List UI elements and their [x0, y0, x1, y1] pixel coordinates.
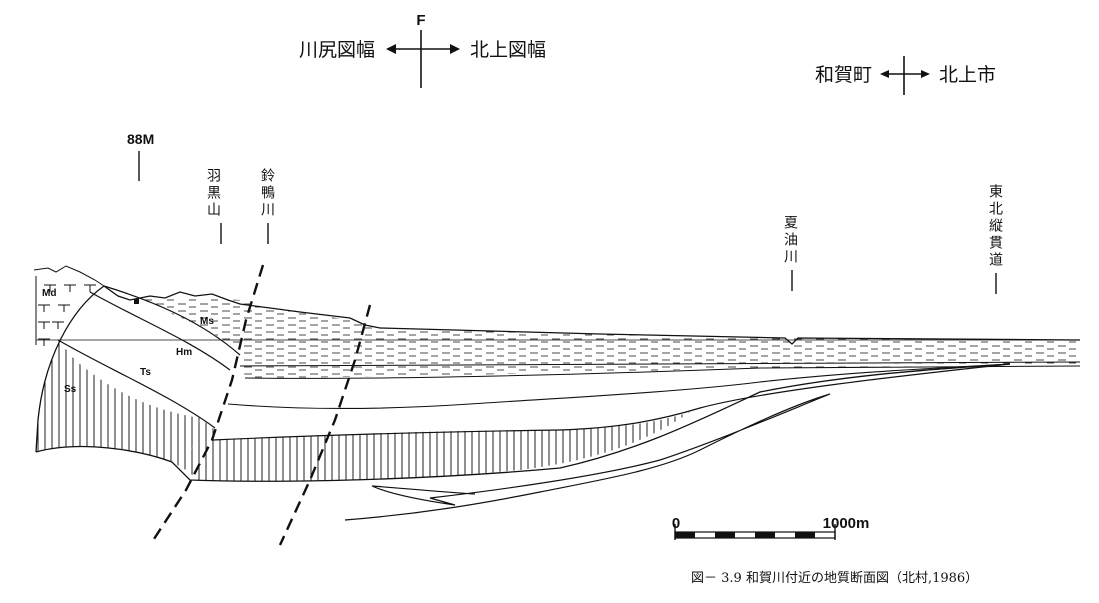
unit-ss-band: [186, 412, 690, 482]
west-sheet-label: 川尻図幅: [299, 39, 375, 61]
orientation-cross-left: F 川尻図幅 北上図幅: [299, 12, 546, 88]
marker-tohoku-label: 東北縦貫道: [987, 184, 1003, 269]
unit-md: [33, 265, 105, 346]
figure-caption: 図－ 3.9 和賀川付近の地質断面図（北村,1986）: [691, 571, 978, 586]
marker-tohoku: 東北縦貫道: [987, 184, 1003, 294]
orientation-cross-right: 和賀町 北上市: [815, 56, 996, 95]
elevation-label: 88M: [127, 131, 154, 147]
marker-natsuyu: 夏油川: [782, 215, 798, 291]
unit-label-md: Md: [42, 288, 56, 299]
basement-boundary: [344, 393, 831, 521]
east-city-label: 北上市: [939, 64, 996, 86]
north-label: F: [416, 12, 425, 29]
unit-ms: [130, 298, 1080, 378]
marker-haguro: 羽黒山: [205, 168, 222, 244]
unit-boundary-outer: [35, 285, 105, 453]
marker-haguro-label: 羽黒山: [205, 168, 221, 219]
unit-label-ts: Ts: [140, 367, 151, 378]
unit-label-hm: Hm: [176, 347, 192, 358]
unit-label-ms: Ms: [200, 316, 214, 327]
marker-shigi: 鈴鴨川: [259, 168, 275, 244]
scale-bar: 0 1000m: [672, 515, 870, 540]
marker-natsuyu-label: 夏油川: [782, 215, 798, 266]
unit-label-ss: Ss: [64, 384, 77, 395]
marker-shigi-label: 鈴鴨川: [259, 168, 275, 219]
unit-ss-left: [36, 340, 200, 470]
west-town-label: 和賀町: [815, 64, 872, 86]
scale-start-label: 0: [672, 515, 680, 532]
fault-east: [278, 304, 372, 546]
unit-labels: Md Ms Hm Ts Ss: [42, 288, 214, 395]
ground-surface: [103, 285, 1081, 345]
scale-end-label: 1000m: [823, 515, 870, 532]
fault-west: [150, 264, 265, 543]
east-sheet-label: 北上図幅: [470, 39, 546, 61]
cross-section: [33, 264, 1081, 546]
elevation-marker: 88M: [127, 131, 154, 181]
location-markers: 羽黒山 鈴鴨川 夏油川 東北縦貫道: [205, 168, 1003, 294]
